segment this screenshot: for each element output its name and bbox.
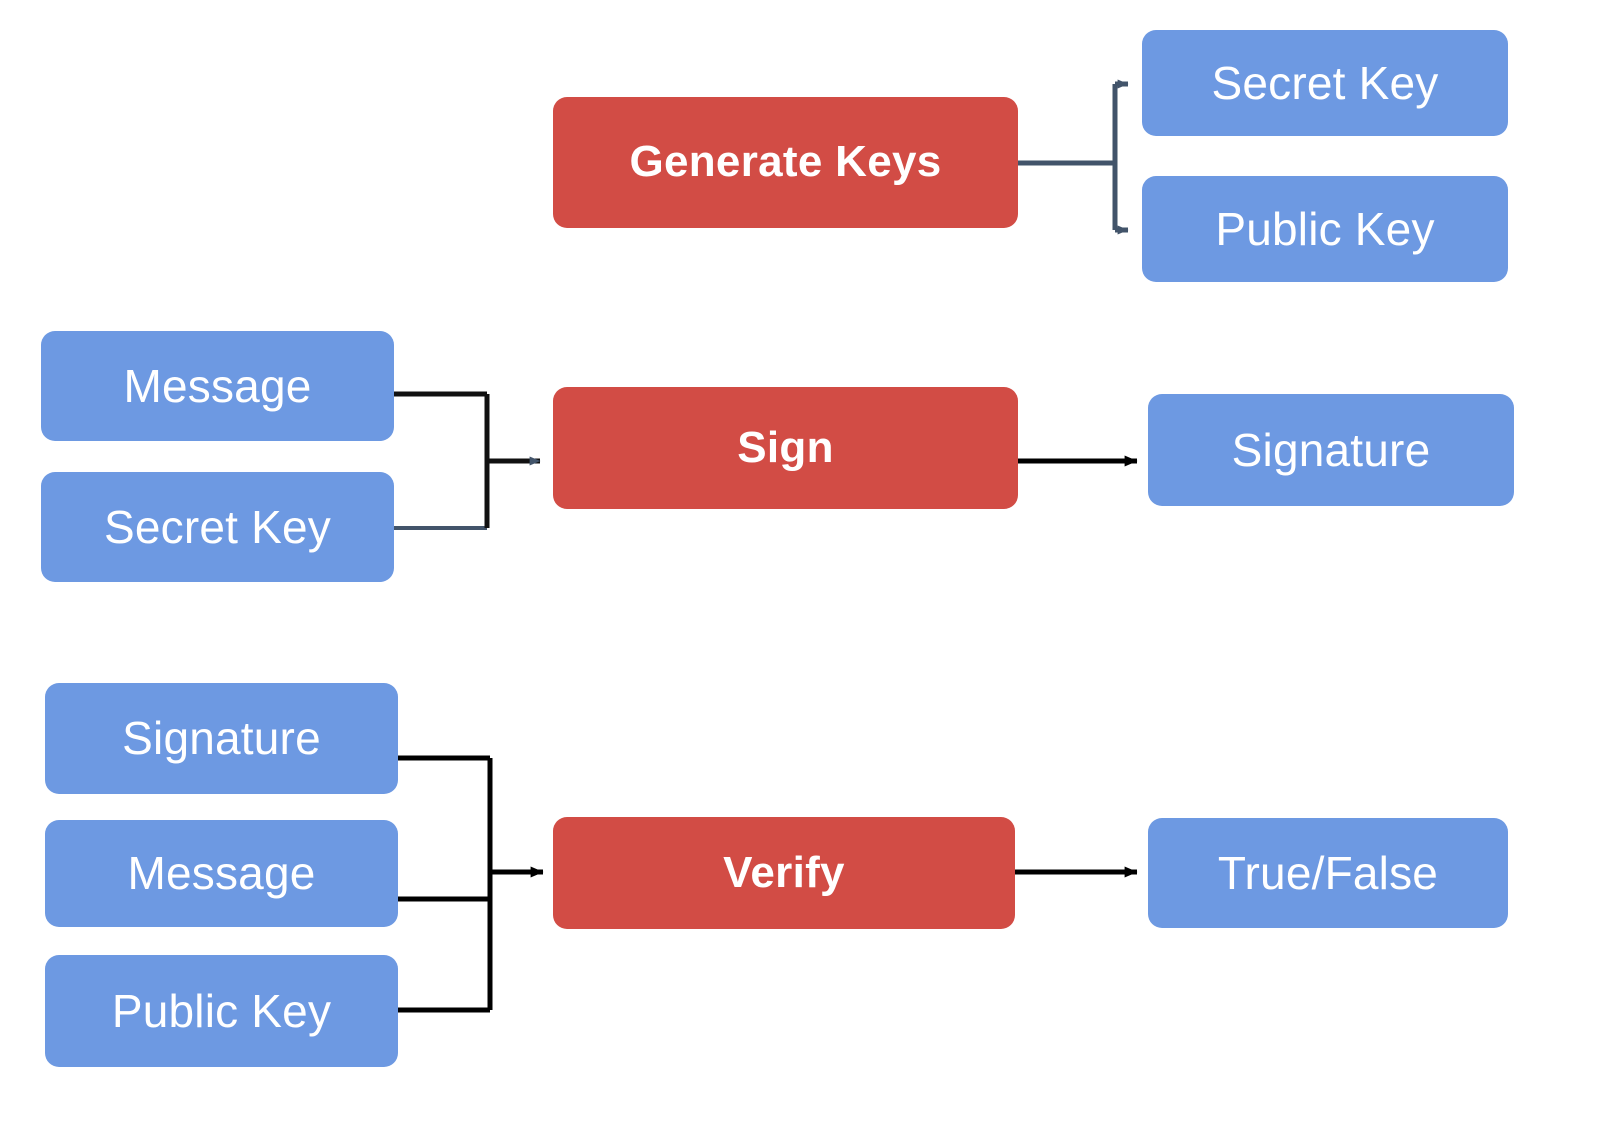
data-message-input-sign[interactable]: Message bbox=[41, 331, 394, 441]
data-secret-key-input-sign[interactable]: Secret Key bbox=[41, 472, 394, 582]
connector-sign-inputs bbox=[394, 391, 541, 530]
data-secret-key-output[interactable]: Secret Key bbox=[1142, 30, 1508, 136]
connector-verify-inputs bbox=[398, 755, 544, 1013]
connector-generate-keys-fanout bbox=[1018, 79, 1129, 235]
data-public-key-output[interactable]: Public Key bbox=[1142, 176, 1508, 282]
data-signature-input-verify[interactable]: Signature bbox=[45, 683, 398, 794]
data-public-key-input-verify[interactable]: Public Key bbox=[45, 955, 398, 1067]
data-signature-output-sign[interactable]: Signature bbox=[1148, 394, 1514, 506]
data-true-false-output[interactable]: True/False bbox=[1148, 818, 1508, 928]
process-verify[interactable]: Verify bbox=[553, 817, 1015, 929]
data-message-input-verify[interactable]: Message bbox=[45, 820, 398, 927]
process-generate-keys[interactable]: Generate Keys bbox=[553, 97, 1018, 228]
process-sign[interactable]: Sign bbox=[553, 387, 1018, 509]
